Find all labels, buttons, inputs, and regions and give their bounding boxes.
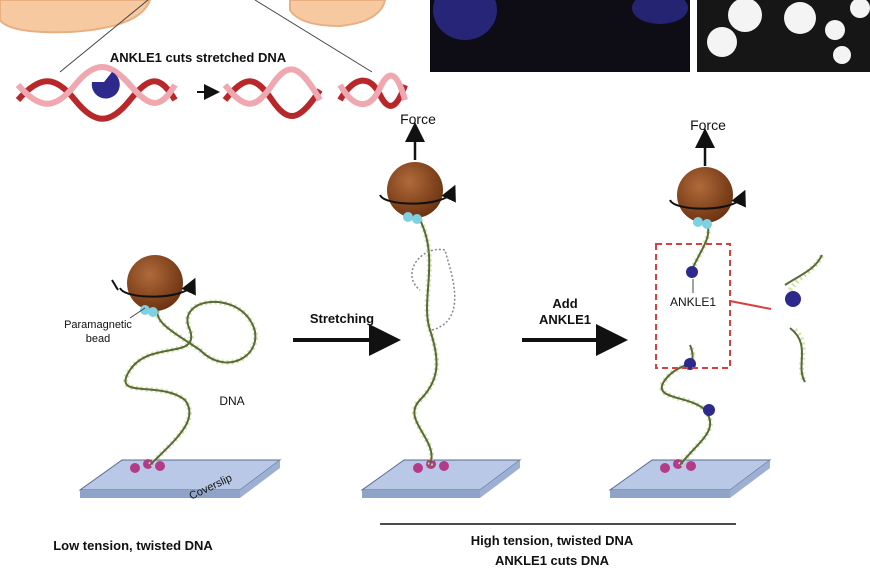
bead-label: Paramagnetic xyxy=(64,319,132,331)
force-label-2: Force xyxy=(690,117,726,133)
enzyme-icon xyxy=(91,72,120,99)
panel-low-tension xyxy=(78,255,282,498)
panel-stretched xyxy=(360,122,522,498)
dna-helix-cut-right xyxy=(337,72,408,109)
microscopy-panel-gray xyxy=(697,0,870,72)
dna-helix-before xyxy=(15,64,178,122)
cuts-dna-caption: ANKLE1 cuts DNA xyxy=(495,553,610,568)
panel-cut xyxy=(608,128,825,498)
microscopy-panel-blue xyxy=(430,0,690,72)
low-tension-caption: Low tension, twisted DNA xyxy=(53,538,213,553)
bead-label-2: bead xyxy=(86,333,110,345)
high-tension-caption: High tension, twisted DNA xyxy=(471,533,634,548)
cell-fragments xyxy=(0,0,387,73)
dashed-box xyxy=(655,243,731,369)
add-ankle1-label: ANKLE1 xyxy=(539,312,591,327)
force-label: Force xyxy=(400,111,436,127)
dna-label: DNA xyxy=(219,394,244,408)
add-label: Add xyxy=(552,296,577,311)
dna-helix-cut-left xyxy=(222,66,323,119)
top-caption: ANKLE1 cuts stretched DNA xyxy=(110,50,287,65)
stretching-label: Stretching xyxy=(310,311,374,326)
ankle1-label: ANKLE1 xyxy=(670,295,716,309)
paramagnetic-bead xyxy=(127,255,183,311)
